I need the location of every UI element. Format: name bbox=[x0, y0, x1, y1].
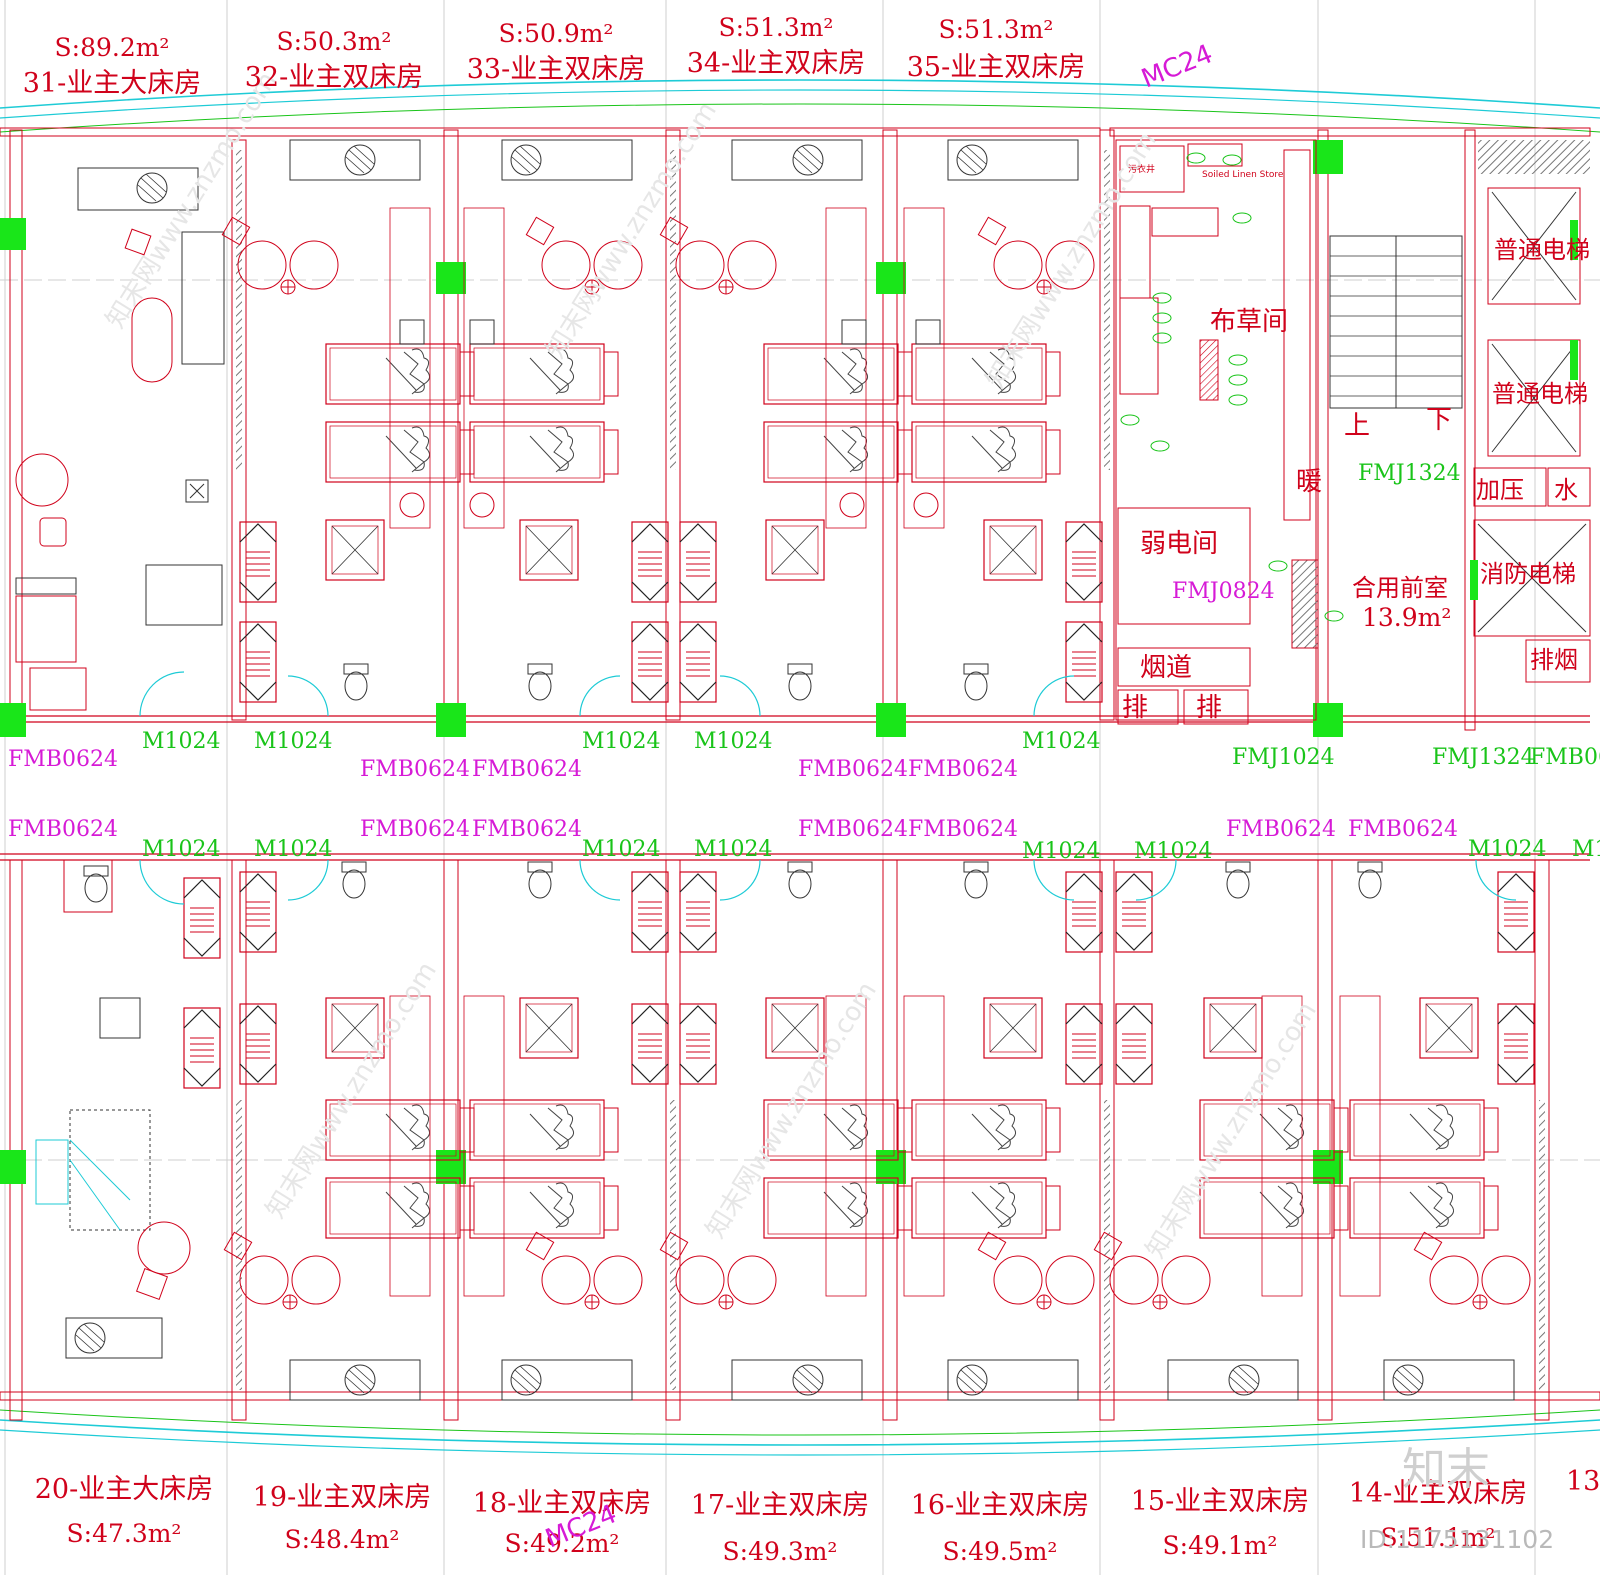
top-room-labels: S:89.2m² 31-业主大床房 S:50.3m² 32-业主双床房 S:50… bbox=[23, 13, 1217, 99]
curtain-wall-outlines bbox=[0, 79, 1600, 1456]
linen-room-label: 布草间 bbox=[1210, 307, 1288, 337]
door-fmj0824: FMJ0824 bbox=[1172, 579, 1275, 604]
room-34-name: 34-业主双床房 bbox=[687, 48, 865, 79]
room-20-area: S:47.3m² bbox=[67, 1519, 182, 1548]
room-35-name: 35-业主双床房 bbox=[907, 52, 1085, 83]
door-fmb0624-top-2: FMB0624 bbox=[472, 757, 582, 782]
heating-label: 暖 bbox=[1296, 467, 1322, 497]
svg-text:知末网www.znzmo.com: 知末网www.znzmo.com bbox=[540, 97, 722, 364]
room-16-area: S:49.5m² bbox=[943, 1537, 1058, 1566]
door-fmb0624-bottom-2: FMB0624 bbox=[472, 817, 582, 842]
room-20-name: 20-业主大床房 bbox=[35, 1474, 213, 1505]
room-18-area: S:49.2m² bbox=[505, 1529, 620, 1558]
door-swings bbox=[139, 671, 1517, 905]
stair-down-label: 下 bbox=[1426, 405, 1452, 435]
soiled-linen-label: Soiled Linen Store bbox=[1202, 170, 1284, 180]
door-fmb0624-bottom-left: FMB0624 bbox=[8, 817, 118, 842]
stair-up-label: 上 bbox=[1344, 411, 1370, 441]
door-fmb0624-bottom-4: FMB0624 bbox=[908, 817, 1018, 842]
door-fmb0624-top-4: FMB0624 bbox=[908, 757, 1018, 782]
top-door-labels: FMB0624 M1024 M1024 FMB0624 FMB0624 M102… bbox=[8, 729, 1600, 782]
door-m1024-top-2: M1024 bbox=[254, 729, 333, 754]
room-17-area: S:49.3m² bbox=[723, 1537, 838, 1566]
pressurize-label: 加压 bbox=[1476, 476, 1524, 504]
door-m1024-bottom-4: M1024 bbox=[694, 837, 773, 862]
corner-watermark: 知末 ID:1175131102 bbox=[1360, 1444, 1554, 1554]
room-32-area: S:50.3m² bbox=[277, 27, 392, 56]
room-14-name: 14-业主双床房 bbox=[1349, 1478, 1527, 1509]
room-35-area: S:51.3m² bbox=[939, 15, 1054, 44]
door-m1024-bottom-6: M1024 bbox=[1134, 839, 1213, 864]
bottom-room-furniture bbox=[35, 859, 1535, 1401]
svg-text:知末网www.znzmo.com: 知末网www.znzmo.com bbox=[700, 977, 882, 1244]
room-17-name: 17-业主双床房 bbox=[691, 1490, 869, 1521]
shared-lobby-label: 合用前室 bbox=[1352, 574, 1448, 602]
room-15-area: S:49.1m² bbox=[1163, 1531, 1278, 1560]
room-13-name: 13- bbox=[1566, 1466, 1600, 1497]
flue-label: 烟道 bbox=[1140, 653, 1192, 683]
water-label: 水 bbox=[1554, 476, 1578, 504]
svg-text:知末网www.znzmo.com: 知末网www.znzmo.com bbox=[260, 957, 442, 1224]
room-18-name: 18-业主双床房 bbox=[473, 1488, 651, 1519]
top-room-furniture bbox=[15, 139, 1103, 711]
image-id: ID:1175131102 bbox=[1360, 1525, 1554, 1554]
door-m1024-bottom-1: M1024 bbox=[142, 837, 221, 862]
door-m1024-top-5: M1024 bbox=[1022, 729, 1101, 754]
door-m1024-bottom-2: M1024 bbox=[254, 837, 333, 862]
elevator-2-label: 普通电梯 bbox=[1492, 380, 1588, 408]
svg-text:知末网www.znzmo.com: 知末网www.znzmo.com bbox=[100, 67, 282, 334]
door-fmj1024: FMJ1024 bbox=[1232, 745, 1335, 770]
weak-current-room-label: 弱电间 bbox=[1140, 529, 1218, 559]
door-fmb0624-top-left: FMB0624 bbox=[8, 747, 118, 772]
room-15-name: 15-业主双床房 bbox=[1131, 1486, 1309, 1517]
door-fmb062-top-right: FMB062 bbox=[1530, 745, 1600, 770]
room-14-area: S:51.1m² bbox=[1381, 1523, 1496, 1552]
bottom-door-labels: FMB0624 M1024 M1024 FMB0624 FMB0624 M102… bbox=[8, 817, 1600, 864]
elevator-1-label: 普通电梯 bbox=[1494, 236, 1590, 264]
door-fmb0624-bottom-3: FMB0624 bbox=[798, 817, 908, 842]
door-fmb0624-top-3: FMB0624 bbox=[798, 757, 908, 782]
room-32-name: 32-业主双床房 bbox=[245, 62, 423, 93]
room-33-area: S:50.9m² bbox=[499, 19, 614, 48]
service-core bbox=[1115, 139, 1591, 725]
door-m1024-bottom-3: M1024 bbox=[582, 837, 661, 862]
door-m1024-top-1: M1024 bbox=[142, 729, 221, 754]
room-19-area: S:48.4m² bbox=[285, 1525, 400, 1554]
door-m1024-bottom-7: M1024 bbox=[1468, 837, 1547, 862]
svg-text:知末网www.znzmo.com: 知末网www.znzmo.com bbox=[1140, 997, 1322, 1264]
smoke-exhaust-label: 排烟 bbox=[1530, 646, 1578, 674]
door-fmb0624-top-1: FMB0624 bbox=[360, 757, 470, 782]
room-34-area: S:51.3m² bbox=[719, 13, 834, 42]
door-m1024-top-4: M1024 bbox=[694, 729, 773, 754]
service-labels: 污衣井 Soiled Linen Store 布草间 暖 弱电间 FMJ0824… bbox=[1122, 163, 1590, 723]
fire-elevator-label: 消防电梯 bbox=[1480, 560, 1576, 588]
room-31-area: S:89.2m² bbox=[55, 33, 170, 62]
room-31-name: 31-业主大床房 bbox=[23, 68, 201, 99]
door-fmb0624-bottom-6: FMB0624 bbox=[1348, 817, 1458, 842]
bottom-room-labels: 20-业主大床房 S:47.3m² 19-业主双床房 S:48.4m² 18-业… bbox=[35, 1466, 1600, 1566]
door-fmb0624-bottom-5: FMB0624 bbox=[1226, 817, 1336, 842]
door-fmb0624-bottom-1: FMB0624 bbox=[360, 817, 470, 842]
door-m1024-bottom-5: M1024 bbox=[1022, 839, 1101, 864]
room-16-name: 16-业主双床房 bbox=[911, 1490, 1089, 1521]
site-logo: 知末 bbox=[1402, 1444, 1490, 1495]
dirty-linen-label: 污衣井 bbox=[1128, 163, 1155, 175]
door-m1024-top-3: M1024 bbox=[582, 729, 661, 754]
door-fmj1324-a: FMJ1324 bbox=[1358, 461, 1461, 486]
room-19-name: 19-业主双床房 bbox=[253, 1482, 431, 1513]
room-33-name: 33-业主双床房 bbox=[467, 54, 645, 85]
door-fmj1324-b: FMJ1324 bbox=[1432, 745, 1535, 770]
exhaust-label-1: 排 bbox=[1122, 693, 1148, 723]
door-m1-bottom-right: M1 bbox=[1572, 837, 1600, 862]
shared-lobby-area: 13.9m² bbox=[1362, 603, 1451, 632]
exhaust-label-2: 排 bbox=[1196, 693, 1222, 723]
linen-equipment-marks bbox=[1120, 152, 1344, 622]
